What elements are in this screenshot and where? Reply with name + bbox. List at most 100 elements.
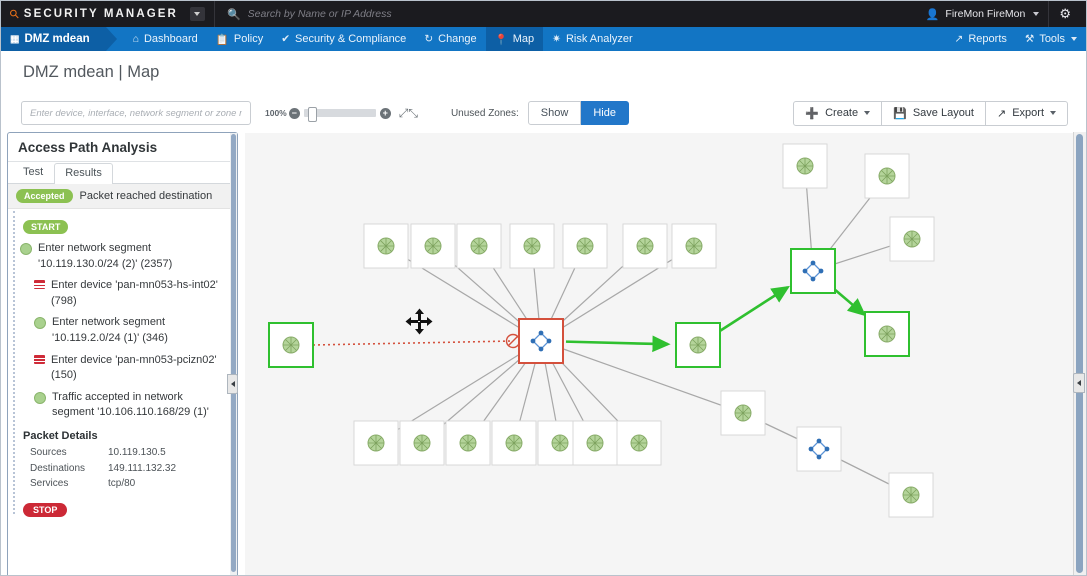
zoom-slider[interactable] xyxy=(303,107,376,122)
fit-screen-icon[interactable]: ⤢⤡ xyxy=(398,105,418,120)
global-search[interactable]: 🔍 xyxy=(227,8,917,21)
map-scrollbar-thumb[interactable] xyxy=(1076,134,1083,573)
list-item[interactable]: Enter network segment '10.119.2.0/24 (1)… xyxy=(20,315,228,346)
map-node-segment[interactable] xyxy=(782,143,828,189)
status-badge-accepted: Accepted xyxy=(16,189,73,203)
zoom-control: 100% − + ⤢⤡ xyxy=(265,105,418,122)
save-layout-button[interactable]: 💾 Save Layout xyxy=(882,100,986,126)
map-toolbar: 100% − + ⤢⤡ Unused Zones: Show Hide ➕ Cr… xyxy=(1,93,1086,133)
tab-test[interactable]: Test xyxy=(23,166,44,178)
map-node-segment[interactable] xyxy=(864,311,910,357)
caret-down-icon xyxy=(194,12,201,16)
map-search[interactable] xyxy=(21,101,251,125)
burst-icon: ✷ xyxy=(552,33,561,45)
nav-item-policy[interactable]: 📋 Policy xyxy=(207,27,272,51)
create-label: Create xyxy=(825,107,859,119)
map-node-segment[interactable] xyxy=(864,153,910,199)
map-node-segment[interactable] xyxy=(562,223,608,269)
list-item[interactable]: Enter device 'pan-mn053-pcizn02' (150) xyxy=(20,353,228,384)
nav-item-risk-analyzer[interactable]: ✷ Risk Analyzer xyxy=(543,27,641,51)
detail-key: Destinations xyxy=(30,462,86,474)
status-badge-start: START xyxy=(23,220,69,234)
map-node-device[interactable] xyxy=(518,318,564,364)
panel-scrollbar-thumb[interactable] xyxy=(231,134,236,572)
nav-label: Change xyxy=(438,33,477,45)
unused-zones-show-button[interactable]: Show xyxy=(527,101,582,125)
global-search-input[interactable] xyxy=(247,8,578,20)
brand-dropdown-button[interactable] xyxy=(189,7,205,21)
panel-collapse-button[interactable] xyxy=(227,374,238,394)
search-icon: 🔍 xyxy=(226,8,241,21)
detail-key: Services xyxy=(30,478,69,490)
gear-icon[interactable]: ⚙ xyxy=(1048,1,1080,27)
refresh-icon: ↻ xyxy=(424,33,434,45)
network-map-canvas[interactable] xyxy=(245,133,1076,575)
save-layout-label: Save Layout xyxy=(912,107,974,119)
map-node-segment[interactable] xyxy=(509,223,555,269)
check-circle-icon: ✔ xyxy=(281,33,291,45)
nav-item-security-compliance[interactable]: ✔ Security & Compliance xyxy=(272,27,415,51)
nav-item-map[interactable]: 📍 Map xyxy=(485,27,544,51)
caret-down-icon xyxy=(1033,12,1040,16)
map-node-segment[interactable] xyxy=(616,420,662,466)
plus-circle-icon[interactable]: + xyxy=(379,107,391,119)
map-node-segment[interactable] xyxy=(353,420,399,466)
nav-label: Dashboard xyxy=(143,33,198,45)
panel-scrollbar[interactable] xyxy=(230,133,237,575)
map-node-device[interactable] xyxy=(790,248,836,294)
unused-zones-hide-button[interactable]: Hide xyxy=(581,101,629,125)
clipboard-icon: 📋 xyxy=(215,33,229,46)
nav-item-change[interactable]: ↻ Change xyxy=(415,27,485,51)
step-text: Enter network segment '10.119.2.0/24 (1)… xyxy=(52,316,168,345)
network-segment-icon xyxy=(34,317,46,330)
detail-key: Sources xyxy=(30,447,67,459)
list-item[interactable]: Enter network segment '10.119.130.0/24 (… xyxy=(20,241,228,272)
map-node-segment[interactable] xyxy=(456,223,502,269)
map-node-segment[interactable] xyxy=(671,223,717,269)
export-icon: ↗ xyxy=(996,107,1007,120)
map-node-segment[interactable] xyxy=(889,216,935,262)
map-collapse-button[interactable] xyxy=(1073,373,1085,393)
collapse-left-icon xyxy=(1077,380,1081,386)
device-icon xyxy=(34,354,45,364)
map-search-input[interactable] xyxy=(22,107,250,119)
map-node-segment[interactable] xyxy=(491,420,537,466)
map-node-segment[interactable] xyxy=(888,472,934,518)
map-node-segment[interactable] xyxy=(363,223,409,269)
map-node-segment[interactable] xyxy=(399,420,445,466)
nav-item-dashboard[interactable]: ⌂ Dashboard xyxy=(124,27,207,51)
export-button[interactable]: ↗ Export xyxy=(985,100,1068,126)
map-node-device[interactable] xyxy=(796,426,842,472)
minus-circle-icon[interactable]: − xyxy=(288,107,300,119)
zoom-slider-thumb[interactable] xyxy=(307,107,317,122)
brand-logo[interactable]: ⚲ SECURITY MANAGER xyxy=(1,1,178,27)
move-cursor-icon xyxy=(405,308,433,335)
panel-title: Access Path Analysis xyxy=(8,133,237,162)
map-node-segment[interactable] xyxy=(268,322,314,368)
map-node-segment[interactable] xyxy=(675,322,721,368)
caret-down-icon xyxy=(1071,37,1077,41)
brand-title: SECURITY MANAGER xyxy=(23,8,178,20)
map-node-segment[interactable] xyxy=(572,420,618,466)
map-actions: ➕ Create 💾 Save Layout ↗ Export xyxy=(793,93,1068,133)
detail-value: 10.119.130.5 xyxy=(108,447,166,459)
map-node-segment[interactable] xyxy=(445,420,491,466)
user-menu[interactable]: 👤 FireMon FireMon xyxy=(917,8,1049,21)
nav-item-reports[interactable]: ↗ Reports xyxy=(946,27,1016,51)
map-scrollbar[interactable] xyxy=(1073,132,1086,575)
page-title-text: DMZ mdean | Map xyxy=(23,62,160,81)
tab-results[interactable]: Results xyxy=(54,163,113,184)
nav-item-tools[interactable]: ⚒ Tools xyxy=(1016,27,1086,51)
collapse-left-icon xyxy=(230,381,235,387)
map-node-segment[interactable] xyxy=(410,223,456,269)
list-item[interactable]: Traffic accepted in network segment '10.… xyxy=(20,390,228,421)
page-title: DMZ mdean | Map xyxy=(1,51,1086,93)
step-text: Traffic accepted in network segment '10.… xyxy=(52,390,209,419)
list-item[interactable]: Enter device 'pan-mn053-hs-int02' (798) xyxy=(20,278,228,309)
map-node-segment[interactable] xyxy=(720,390,766,436)
map-node-segment[interactable] xyxy=(622,223,668,269)
context-tab-dmz-mdean[interactable]: ▦ DMZ mdean xyxy=(1,27,117,51)
path-steps-list: START Enter network segment '10.119.130.… xyxy=(8,209,237,524)
create-button[interactable]: ➕ Create xyxy=(793,100,883,126)
nav-spacer xyxy=(642,27,946,51)
